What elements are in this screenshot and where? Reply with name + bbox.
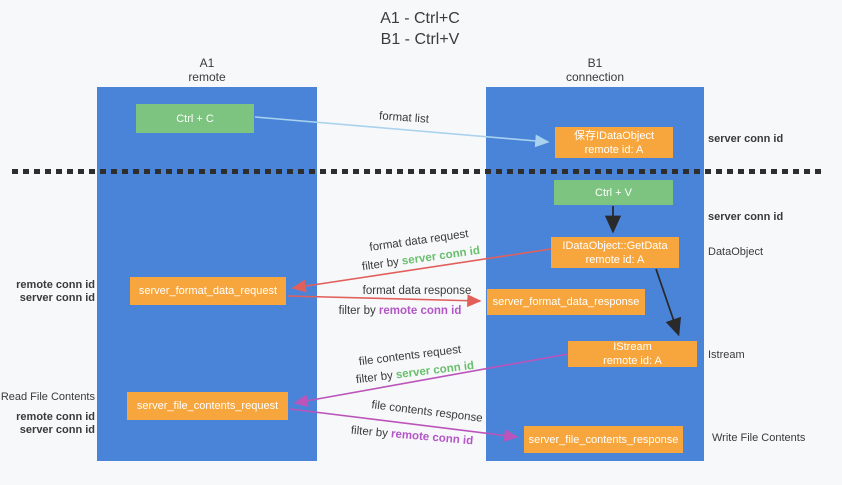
node-save-idataobject-line2: remote id: A [584, 143, 644, 156]
lifeline-b1-name: B1 [587, 56, 603, 70]
node-istream-line2: remote id: A [603, 355, 662, 367]
node-save-idataobject-line1: 保存IDataObject [573, 129, 655, 142]
node-istream-line1: IStream [613, 341, 652, 353]
node-istream: IStream remote id: A [568, 341, 697, 367]
node-format-request-label: server_format_data_request [138, 285, 278, 297]
filter-by-text: filter by [338, 305, 379, 317]
node-ctrl-c-label: Ctrl + C [176, 112, 214, 125]
server-conn-id-text: server conn id [395, 359, 475, 382]
filter-by-text: filter by [350, 424, 392, 441]
node-server-format-data-request: server_format_data_request [130, 277, 286, 305]
label-format-data-response: format data response [362, 285, 472, 297]
node-save-idataobject: 保存IDataObject remote id: A [555, 127, 673, 158]
lifeline-header-a1: A1 remote [97, 56, 317, 84]
title-line-1: A1 - Ctrl+C [380, 10, 460, 27]
annotation-remote-conn-id-left-1: remote conn id [16, 279, 95, 291]
annotation-dataobject: DataObject [708, 246, 764, 258]
node-file-request-label: server_file_contents_request [136, 400, 279, 412]
filter-by-text: filter by [361, 255, 403, 274]
annotation-server-conn-id-mid: server conn id [708, 211, 784, 223]
lifeline-header-b1: B1 connection [486, 56, 704, 84]
node-ctrl-v: Ctrl + V [554, 180, 673, 205]
lifeline-a1-role: remote [188, 70, 226, 84]
node-getdata-line2: remote id: A [585, 253, 645, 266]
phase-separator-dotted-line [12, 169, 823, 174]
node-ctrl-c: Ctrl + C [136, 104, 254, 133]
annotation-server-conn-id-left-1: server conn id [19, 292, 95, 304]
annotation-server-conn-id-top: server conn id [708, 133, 784, 145]
node-getdata-line1: IDataObject::GetData [562, 239, 668, 252]
remote-conn-id-text: remote conn id [378, 305, 462, 317]
label-file-contents-response: file contents response [370, 399, 484, 425]
annotation-server-conn-id-left-2: server conn id [19, 424, 95, 436]
lifeline-b1-role: connection [565, 70, 625, 84]
label-filter-by-remote-conn-id-1: filter by remote conn id [339, 305, 462, 317]
node-server-file-contents-response: server_file_contents_response [524, 426, 683, 453]
title-line-2: B1 - Ctrl+V [380, 31, 460, 48]
label-filter-by-remote-conn-id-2: filter by remote conn id [350, 425, 473, 448]
node-server-format-data-response: server_format_data_response [487, 289, 645, 315]
filter-by-text: filter by [355, 369, 397, 387]
lifeline-a1-name: A1 [199, 56, 215, 70]
node-server-file-contents-request: server_file_contents_request [127, 392, 288, 420]
annotation-write-file-contents: Write File Contents [712, 432, 806, 444]
annotation-remote-conn-id-left-2: remote conn id [16, 411, 95, 423]
annotation-read-file-contents: Read File Contents [0, 391, 95, 403]
remote-conn-id-text: remote conn id [390, 428, 474, 448]
node-ctrl-v-label: Ctrl + V [595, 186, 632, 199]
diagram-title: A1 - Ctrl+C B1 - Ctrl+V [300, 8, 540, 50]
node-file-response-label: server_file_contents_response [528, 433, 679, 446]
node-idataobject-getdata: IDataObject::GetData remote id: A [551, 237, 679, 268]
server-conn-id-text: server conn id [401, 244, 481, 268]
annotation-istream: Istream [708, 349, 745, 361]
label-format-list: format list [378, 110, 430, 126]
node-format-response-label: server_format_data_response [492, 296, 640, 308]
